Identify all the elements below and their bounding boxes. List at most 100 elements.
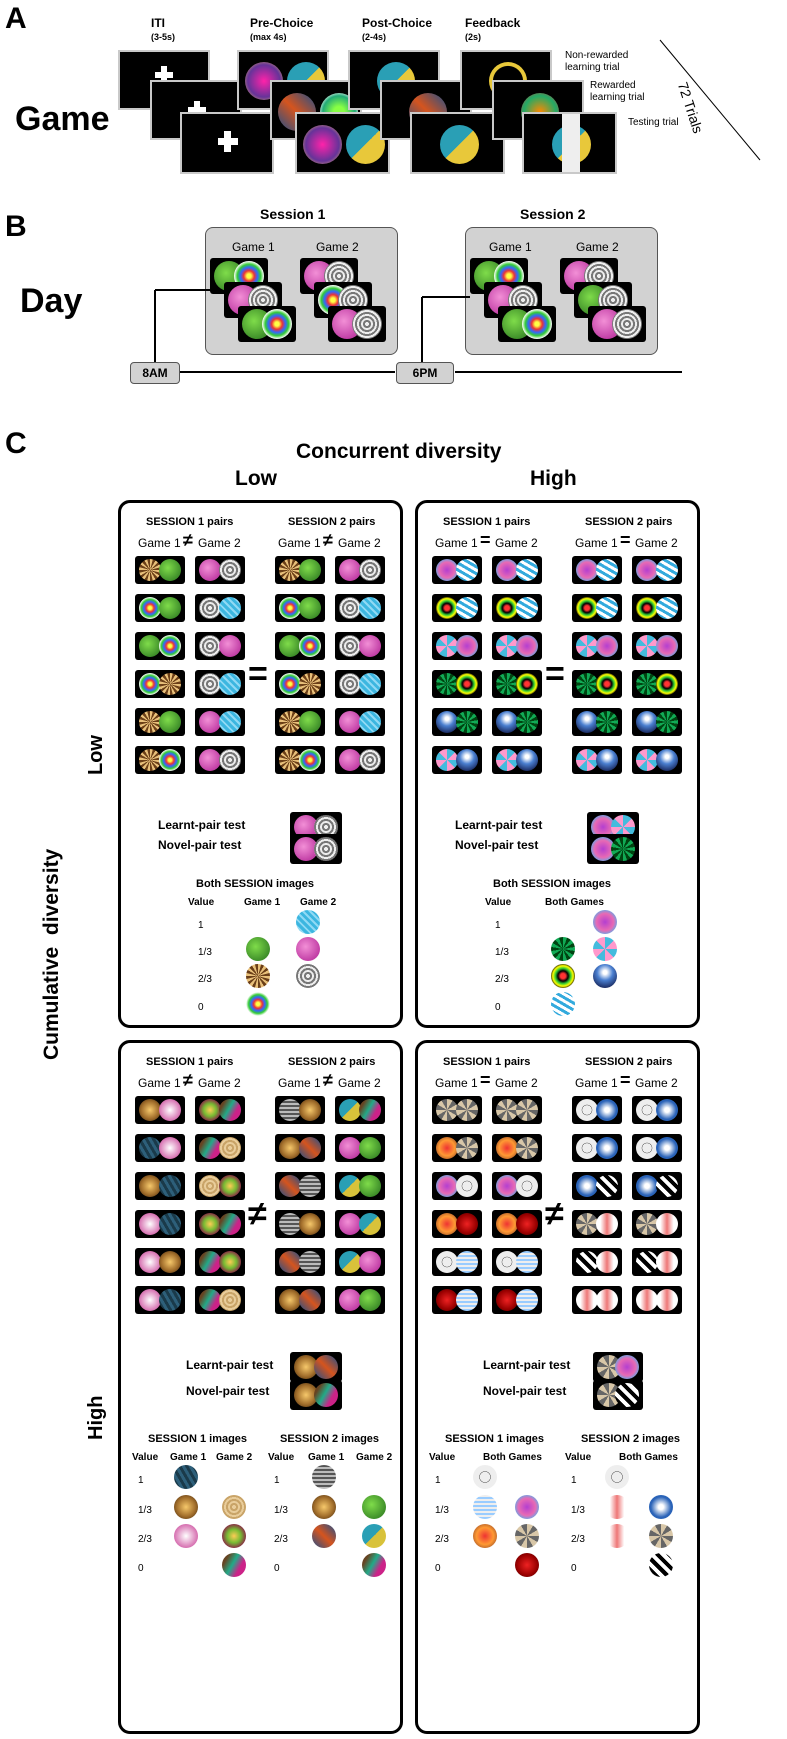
- stimulus-image: [174, 1495, 198, 1519]
- stimulus-image: [339, 1213, 361, 1235]
- stimulus-image: [593, 910, 617, 934]
- stimulus-image: [576, 711, 598, 733]
- stimulus-pair-card: [275, 670, 325, 698]
- relation-symbol: =: [480, 530, 491, 550]
- stimulus-image: [246, 937, 270, 961]
- stimulus-pair-card: [492, 594, 542, 622]
- stimulus-image: [296, 937, 320, 961]
- stimulus-image: [576, 1213, 598, 1235]
- stimulus-pair-card: [492, 1210, 542, 1238]
- stimulus-image: [279, 673, 301, 695]
- stimulus-pair-card: [432, 708, 482, 736]
- stimulus-image: [339, 1099, 361, 1121]
- stimulus-image: [139, 559, 161, 581]
- stimulus-image: [279, 559, 301, 581]
- stimulus-image: [339, 1137, 361, 1159]
- stimulus-image: [496, 635, 518, 657]
- value-1: 1/3: [571, 1505, 585, 1516]
- stimulus-image: [296, 910, 320, 934]
- stimulus-image: [656, 635, 678, 657]
- stimulus-image: [359, 673, 381, 695]
- time-6pm: 6PM: [396, 362, 454, 384]
- value-3: 0: [198, 1002, 204, 1013]
- stimulus-pair-card: [432, 556, 482, 584]
- both-session-images-label: Both SESSION images: [196, 878, 314, 890]
- stimulus-pair-card: [632, 1248, 682, 1276]
- stimulus-image: [174, 1524, 198, 1548]
- feedback-screen-3: [522, 112, 617, 174]
- stimulus-image: [551, 964, 575, 988]
- stimulus-pair-card: [195, 1248, 245, 1276]
- stimulus-image: [636, 635, 658, 657]
- stimulus-image: [516, 635, 538, 657]
- stimulus-image: [312, 1495, 336, 1519]
- stimulus-pair-card: [275, 708, 325, 736]
- stimulus-image: [199, 673, 221, 695]
- stimulus-image: [516, 1251, 538, 1273]
- stimulus-pair-card: [135, 1096, 185, 1124]
- stimulus-image: [159, 673, 181, 695]
- stimulus-pair-card: [572, 1096, 622, 1124]
- stimulus-image: [456, 1137, 478, 1159]
- stimulus-image: [576, 635, 598, 657]
- stimulus-pair-card: [275, 1096, 325, 1124]
- stimulus-pair-card: [195, 1096, 245, 1124]
- value-1: 1/3: [495, 947, 509, 958]
- stimulus-image: [516, 749, 538, 771]
- session1-images-label: SESSION 1 images: [445, 1433, 545, 1445]
- stimulus-pair-card: [335, 746, 385, 774]
- novel-pair-test-label: Novel-pair test: [186, 1384, 270, 1398]
- stimulus-pair-card: [195, 1134, 245, 1162]
- stimulus-image: [656, 597, 678, 619]
- both-games-col-label: Both Games: [619, 1452, 678, 1463]
- stimulus-pair-card: [135, 1286, 185, 1314]
- stimulus-pair-card: [632, 556, 682, 584]
- stimulus-image: [436, 1289, 458, 1311]
- stimulus-image: [359, 597, 381, 619]
- stimulus-pair-card: [632, 1172, 682, 1200]
- stimulus-image: [436, 1213, 458, 1235]
- stimulus-pair-card: [195, 632, 245, 660]
- stimulus-image: [339, 635, 361, 657]
- value-0: 1: [138, 1475, 144, 1486]
- stimulus-pair-card: [238, 306, 296, 342]
- label-testing: Testing trial: [628, 117, 679, 128]
- stimulus-image: [279, 1213, 301, 1235]
- phase-prechoice: Pre-Choice(max 4s): [250, 16, 314, 43]
- stimulus-image: [299, 749, 321, 771]
- stimulus-image: [516, 1137, 538, 1159]
- stimulus-pair-card: [335, 1210, 385, 1238]
- relation-symbol: ≠: [183, 530, 193, 550]
- stimulus-image: [199, 597, 221, 619]
- stimulus-pair-card: [492, 1172, 542, 1200]
- learnt-pair-test-label: Learnt-pair test: [483, 1358, 571, 1372]
- stimulus-image: [359, 1213, 381, 1235]
- stimulus-image: [605, 1524, 629, 1548]
- stimulus-pair-card: [335, 556, 385, 584]
- stimulus-image: [596, 673, 618, 695]
- stimulus-pair-card: [335, 594, 385, 622]
- stimulus-image: [516, 1289, 538, 1311]
- stimulus-pair-card: [632, 708, 682, 736]
- session2-images-label: SESSION 2 images: [280, 1433, 380, 1445]
- stimulus-image: [496, 749, 518, 771]
- stimulus-image: [159, 559, 181, 581]
- stimulus-image: [436, 711, 458, 733]
- stimulus-image: [636, 673, 658, 695]
- session2-pairs-label: SESSION 2 pairs: [288, 516, 376, 528]
- stimulus-image: [219, 559, 241, 581]
- stimulus-image: [576, 749, 598, 771]
- stimulus-pair-card: [572, 594, 622, 622]
- stimulus-image: [314, 1383, 338, 1407]
- stimulus-pair-card: [275, 556, 325, 584]
- stimulus-image: [473, 1465, 497, 1489]
- game2-label: Game 2: [198, 536, 241, 550]
- stimulus-pair-card: [632, 632, 682, 660]
- stimulus-image: [515, 1553, 539, 1577]
- game1-label: Game 1: [435, 536, 478, 550]
- learnt-pair-test-label: Learnt-pair test: [186, 1358, 274, 1372]
- stimulus-image: [279, 711, 301, 733]
- stimulus-image: [139, 673, 161, 695]
- phase-feedback: Feedback(2s): [465, 16, 521, 43]
- between-sessions-symbol: =: [248, 655, 268, 693]
